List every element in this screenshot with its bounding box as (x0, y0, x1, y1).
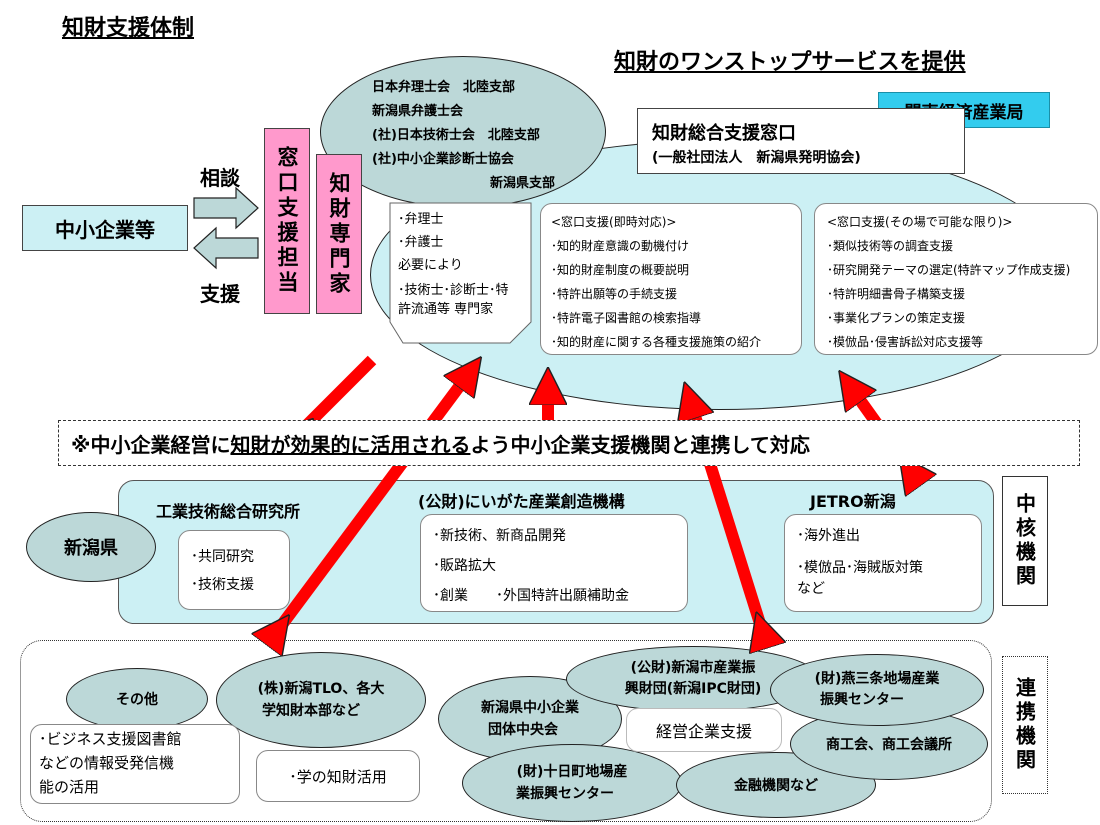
tsubame-line: 振興センター (820, 692, 904, 708)
onsite-item: ･特許明細書骨子構築支援 (827, 287, 966, 301)
immediate-item: ･特許電子図書館の検索指導 (551, 311, 702, 325)
jetro-box: ･海外進出 ･模倣品･海賊版対策 など (784, 514, 982, 612)
assoc-line: 新潟県支部 (490, 176, 556, 191)
page-subtitle: 知財のワンストップサービスを提供 (614, 50, 966, 75)
jetro-item: ･模倣品･海賊版対策 (797, 560, 923, 576)
chuokai-line: 団体中央会 (488, 722, 558, 738)
iri-item: ･共同研究 (191, 549, 254, 565)
immediate-support-box: <窓口支援(即時対応)> ･知的財産意識の動機付け ･知的財産制度の概要説明 ･… (540, 203, 802, 355)
tokamachi-line: (財)十日町地場産 (516, 764, 628, 780)
onsite-item: ･模倣品･侵害訴訟対応支援等 (827, 335, 984, 349)
onsite-item: ･類似技術等の調査支援 (827, 239, 954, 253)
assoc-line: (社)日本技術士会 北陸支部 (372, 128, 540, 143)
expert-item: 必要により (398, 258, 463, 273)
chuokai-line: 新潟県中小企業 (481, 700, 579, 716)
consult-label: 相談 (200, 166, 240, 190)
kinyu-ellipse: 金融機関など (676, 752, 876, 818)
consult-support-arrows (193, 186, 259, 270)
core-institutions-label: 中核機関 (1002, 476, 1048, 606)
library-line: 能の活用 (39, 778, 100, 796)
immediate-item: ･特許出願等の手続支援 (551, 287, 678, 301)
tsubame-ellipse: (財)燕三条地場産業 振興センター (770, 654, 984, 726)
cooperation-banner: ※中小企業経営に知財が効果的に活用されるよう中小企業支援機関と連携して対応 (58, 420, 1080, 466)
tokamachi-line: 業振興センター (516, 786, 614, 802)
immediate-header: <窓口支援(即時対応)> (551, 215, 677, 229)
onsite-header: <窓口支援(その場で可能な限り)> (827, 215, 1013, 229)
iri-item: ･技術支援 (191, 577, 254, 593)
tokamachi-ellipse: (財)十日町地場産 業振興センター (462, 744, 682, 822)
immediate-item: ･知的財産制度の概要説明 (551, 263, 690, 277)
expert-item: ･弁理士 (398, 212, 444, 227)
professional-assoc-list: 日本弁理士会 北陸支部 新潟県弁護士会 (社)日本技術士会 北陸支部 (社)中小… (372, 76, 555, 196)
expert-item: 許流通等 専門家 (398, 302, 494, 317)
ipc-line: 興財団(新潟IPC財団) (624, 681, 762, 697)
assoc-line: 新潟県弁護士会 (372, 104, 464, 119)
expert-item: ･弁護士 (398, 235, 444, 250)
assoc-line: 日本弁理士会 北陸支部 (372, 80, 516, 95)
expert-item: ･技術士･診断士･特 (398, 283, 509, 298)
onsite-item: ･事業化プランの策定支援 (827, 311, 966, 325)
jetro-item: など (797, 581, 825, 597)
center-window-title: 知財総合支援窓口 (652, 123, 796, 144)
support-label: 支援 (200, 282, 240, 306)
jetro-item: ･海外進出 (797, 528, 860, 544)
window-staff-box: 窓口支援担当 (264, 128, 310, 314)
professional-assoc-ellipse (320, 56, 606, 208)
experts-box-shape (389, 202, 532, 344)
consult-arrow (193, 186, 259, 230)
partner-institutions-region (20, 640, 992, 822)
experts-list: ･弁理士 ･弁護士 必要により ･技術士･診断士･特 許流通等 専門家 (398, 208, 509, 318)
onsite-support-box: <窓口支援(その場で可能な限り)> ･類似技術等の調査支援 ･研究開発テーマの選… (814, 203, 1098, 355)
banner-part-3: よう中小企業支援機関と連携して対応 (470, 432, 810, 457)
library-line: などの情報受発信機 (39, 754, 175, 772)
support-arrow (193, 226, 259, 270)
arrow-to-tlo (278, 372, 470, 630)
page-title: 知財支援体制 (62, 16, 195, 41)
tlo-line: 学知財本部など (262, 703, 360, 719)
tlo-ellipse: (株)新潟TLO、各大 学知財本部など (216, 652, 426, 748)
onsite-item: ･研究開発テーマの選定(特許マップ作成支援) (827, 263, 1071, 277)
partner-institutions-label: 連携機関 (1002, 656, 1048, 794)
library-box: ･ビジネス支援図書館 などの情報受発信機 能の活用 (30, 724, 240, 804)
keiei-box: 経営企業支援 (626, 708, 782, 752)
niigata-pref-ellipse: 新潟県 (26, 512, 156, 582)
center-window-sub: (一般社団法人 新潟県発明協会) (652, 150, 861, 166)
immediate-item: ･知的財産意識の動機付け (551, 239, 690, 253)
tsubame-line: (財)燕三条地場産業 (814, 671, 940, 687)
ip-expert-box: 知財専門家 (316, 154, 362, 314)
assoc-line: (社)中小企業診断士協会 (372, 152, 514, 167)
immediate-item: ･知的財産に関する各種支援施策の紹介 (551, 335, 762, 349)
banner-part-1: ※中小企業経営に (71, 432, 231, 457)
sme-box: 中小企業等 (22, 205, 188, 251)
banner-part-2: 知財が効果的に活用される (230, 432, 471, 457)
ipc-line: (公財)新潟市産業振 (630, 660, 756, 676)
tlo-line: (株)新潟TLO、各大 (257, 681, 385, 697)
library-line: ･ビジネス支援図書館 (39, 730, 182, 748)
center-window-box: 知財総合支援窓口 (一般社団法人 新潟県発明協会) (637, 108, 965, 174)
univ-box: ･学の知財活用 (256, 750, 420, 802)
other-ellipse: その他 (66, 668, 208, 730)
